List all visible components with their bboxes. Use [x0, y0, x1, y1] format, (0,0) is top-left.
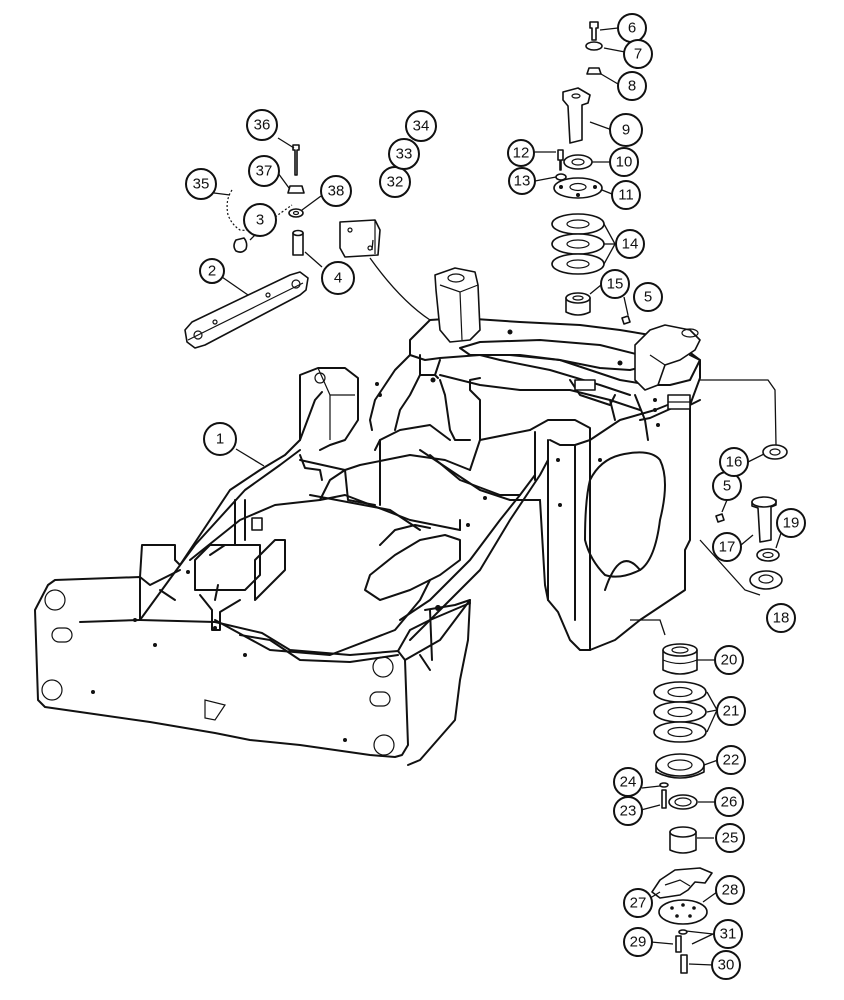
- callout-22: 22: [716, 745, 746, 775]
- callout-8: 8: [617, 71, 647, 101]
- callout-29: 29: [623, 927, 653, 957]
- wear-pad: [339, 219, 381, 258]
- svg-text:4: 4: [334, 270, 342, 287]
- svg-text:9: 9: [622, 122, 630, 139]
- svg-text:27: 27: [630, 895, 647, 912]
- tow-bar-assembly: [184, 144, 309, 349]
- svg-text:21: 21: [723, 703, 740, 720]
- callout-36: 36: [246, 109, 278, 141]
- callout-34: 34: [405, 110, 437, 142]
- svg-text:18: 18: [773, 610, 790, 627]
- callout-21: 21: [716, 696, 746, 726]
- svg-text:15: 15: [607, 276, 624, 293]
- svg-text:10: 10: [616, 154, 633, 171]
- callout-24: 24: [613, 767, 643, 797]
- callout-25: 25: [715, 823, 745, 853]
- callout-11: 11: [611, 180, 641, 210]
- callout-27: 27: [623, 888, 653, 918]
- callout-2: 2: [199, 258, 225, 284]
- callout-5-upper: 5: [633, 282, 663, 312]
- callouts: 1 2 3 4 5 5 6 7 8 9 10 11 12 13 14 15 16…: [185, 13, 806, 980]
- callout-19: 19: [776, 508, 806, 538]
- side-pivot-stack: [715, 444, 788, 590]
- svg-text:25: 25: [722, 830, 739, 847]
- callout-23: 23: [613, 796, 643, 826]
- callout-18: 18: [766, 603, 796, 633]
- callout-32: 32: [379, 166, 411, 198]
- svg-text:24: 24: [620, 774, 637, 791]
- svg-text:8: 8: [628, 78, 636, 95]
- svg-text:12: 12: [513, 145, 530, 162]
- svg-text:22: 22: [723, 752, 740, 769]
- svg-text:5: 5: [644, 289, 652, 306]
- svg-text:32: 32: [387, 174, 404, 191]
- svg-text:38: 38: [328, 183, 345, 200]
- svg-text:14: 14: [622, 236, 639, 253]
- leader-lines: [213, 27, 783, 966]
- callout-35: 35: [185, 168, 217, 200]
- callout-14: 14: [615, 229, 645, 259]
- upper-pivot-stack: [551, 21, 631, 325]
- svg-text:2: 2: [208, 263, 216, 280]
- svg-text:17: 17: [719, 539, 736, 556]
- callout-15: 15: [600, 269, 630, 299]
- main-frame: [34, 267, 701, 766]
- svg-text:7: 7: [634, 46, 642, 63]
- callout-9: 9: [609, 113, 643, 147]
- svg-text:3: 3: [256, 212, 264, 229]
- callout-17: 17: [712, 532, 742, 562]
- callout-31: 31: [713, 919, 743, 949]
- svg-text:23: 23: [620, 803, 637, 820]
- svg-text:26: 26: [721, 794, 738, 811]
- svg-text:30: 30: [718, 957, 735, 974]
- svg-text:20: 20: [721, 652, 738, 669]
- svg-text:5: 5: [723, 478, 731, 495]
- callout-16: 16: [719, 447, 749, 477]
- callout-10: 10: [609, 147, 639, 177]
- callout-5-lower: 5: [712, 471, 742, 501]
- callout-3: 3: [243, 203, 277, 237]
- callout-33: 33: [388, 138, 420, 170]
- svg-text:36: 36: [254, 117, 271, 134]
- svg-text:31: 31: [720, 926, 737, 943]
- callout-1: 1: [203, 422, 237, 456]
- svg-text:6: 6: [628, 20, 636, 37]
- svg-text:13: 13: [514, 173, 531, 190]
- svg-text:29: 29: [630, 934, 647, 951]
- callout-7: 7: [623, 39, 653, 69]
- callout-20: 20: [714, 645, 744, 675]
- svg-text:16: 16: [726, 454, 743, 471]
- svg-text:35: 35: [193, 176, 210, 193]
- callout-4: 4: [321, 261, 355, 295]
- callout-37: 37: [248, 155, 280, 187]
- callout-30: 30: [711, 950, 741, 980]
- callout-12: 12: [507, 139, 535, 167]
- lower-pivot-stack: [651, 643, 713, 974]
- svg-text:28: 28: [722, 882, 739, 899]
- callout-13: 13: [508, 167, 536, 195]
- svg-text:33: 33: [396, 146, 413, 163]
- svg-text:19: 19: [783, 515, 800, 532]
- callout-26: 26: [714, 787, 744, 817]
- svg-text:37: 37: [256, 163, 273, 180]
- callout-6: 6: [617, 13, 647, 43]
- callout-28: 28: [715, 875, 745, 905]
- svg-text:11: 11: [618, 187, 634, 204]
- svg-text:34: 34: [413, 118, 430, 135]
- svg-text:1: 1: [216, 431, 224, 448]
- callout-38: 38: [320, 175, 352, 207]
